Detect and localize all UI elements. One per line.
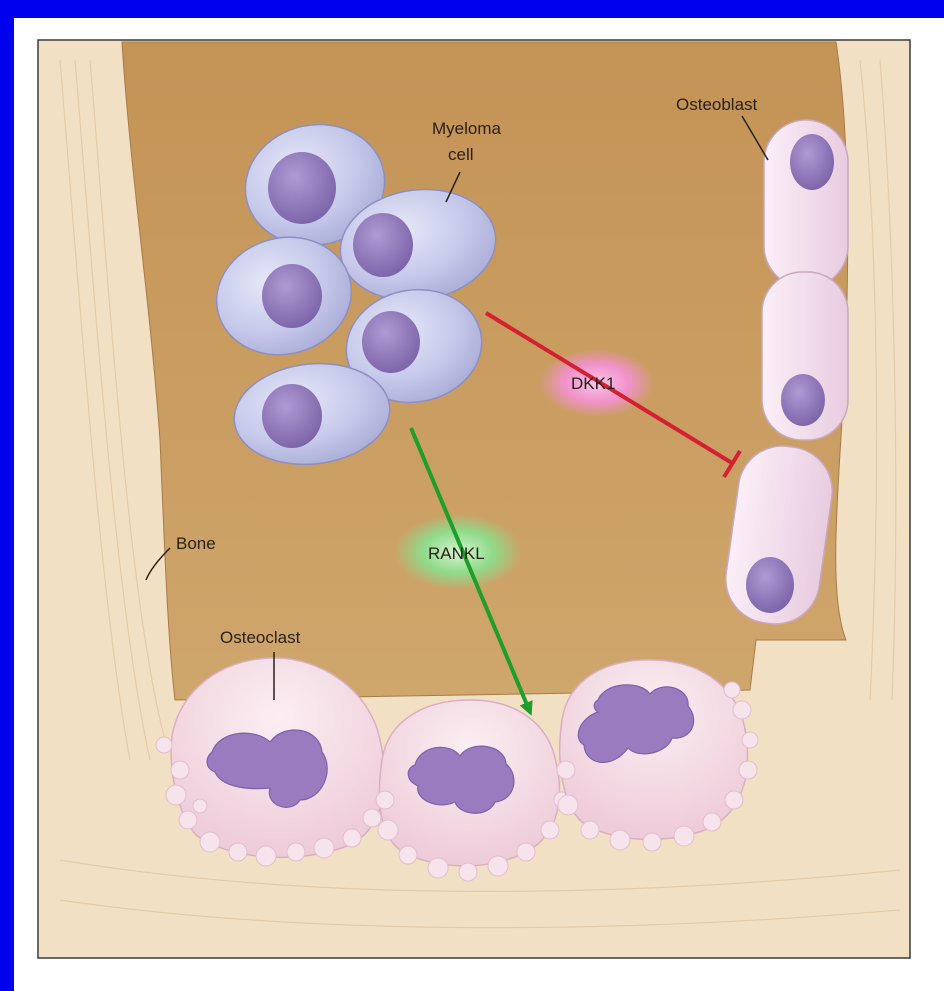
- dkk1-label: DKK1: [571, 374, 615, 393]
- myeloma-nucleus: [268, 152, 336, 224]
- rankl-label: RANKL: [428, 544, 485, 563]
- myeloma-nucleus: [262, 384, 322, 448]
- osteoclast-label: Osteoclast: [220, 628, 301, 647]
- myeloma-nucleus: [362, 311, 420, 373]
- osteoblast-cell-1: [764, 120, 848, 288]
- myeloma-label: Myeloma: [432, 119, 502, 138]
- osteoblast-nucleus: [746, 557, 794, 613]
- osteoblast-label: Osteoblast: [676, 95, 758, 114]
- myeloma-nucleus: [353, 213, 413, 277]
- myeloma-label-line2: cell: [448, 145, 474, 164]
- osteoblast-cell-2: [762, 272, 848, 440]
- osteoblast-nucleus: [790, 134, 834, 190]
- myeloma-nucleus: [262, 264, 322, 328]
- bone-label: Bone: [176, 534, 216, 553]
- osteoblast-nucleus: [781, 374, 825, 426]
